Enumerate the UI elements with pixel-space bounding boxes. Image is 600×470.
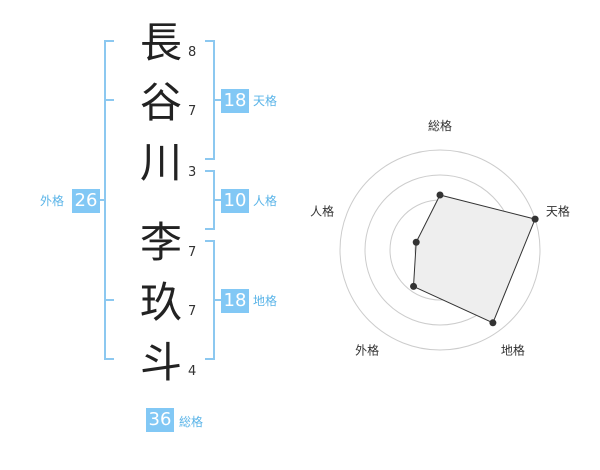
chikaku-label: 地格: [253, 294, 278, 308]
tenkaku-connector: [213, 99, 221, 101]
radar-point: [489, 319, 497, 327]
name-char-1: 長: [139, 18, 182, 67]
radar-axis-label: 地格: [501, 342, 525, 357]
radar-point: [436, 191, 444, 199]
name-char-6: 斗: [139, 338, 182, 387]
chikaku-value: 18: [221, 289, 249, 313]
gaikaku-bracket-tick: [104, 299, 114, 301]
radar-axis-label: 外格: [355, 342, 379, 357]
radar-points: [410, 191, 539, 327]
name-char-2: 谷: [139, 78, 182, 127]
gaikaku-label: 外格: [40, 194, 65, 208]
radar-point: [412, 238, 420, 246]
stroke-count-2: 7: [188, 104, 197, 119]
jinkaku-value: 10: [221, 189, 249, 213]
name-char-4: 李: [139, 218, 182, 267]
soukaku-label: 総格: [179, 415, 204, 429]
name-char-5: 玖: [139, 278, 182, 327]
radar-point: [410, 282, 418, 290]
radar-axis-label: 天格: [546, 204, 570, 219]
radar-axis-label: 総格: [428, 118, 452, 133]
stroke-count-5: 7: [188, 304, 197, 319]
tenkaku-label: 天格: [253, 94, 278, 108]
stroke-count-3: 3: [188, 165, 197, 180]
radar-axis-label: 人格: [310, 204, 334, 219]
gaikaku-bracket-tick: [104, 99, 114, 101]
soukaku-value: 36: [146, 408, 174, 432]
name-char-3: 川: [139, 138, 182, 187]
jinkaku-label: 人格: [253, 194, 278, 208]
stroke-count-6: 4: [188, 364, 197, 379]
tenkaku-value: 18: [221, 89, 249, 113]
chikaku-connector: [213, 299, 221, 301]
radar-ring: [339, 149, 541, 351]
radar-area: [412, 194, 536, 324]
gaikaku-value: 26: [72, 189, 100, 213]
stroke-count-1: 8: [188, 45, 197, 60]
gaikaku-connector: [98, 199, 106, 201]
jinkaku-connector: [213, 199, 221, 201]
radar-point: [531, 215, 539, 223]
stroke-count-4: 7: [188, 245, 197, 260]
